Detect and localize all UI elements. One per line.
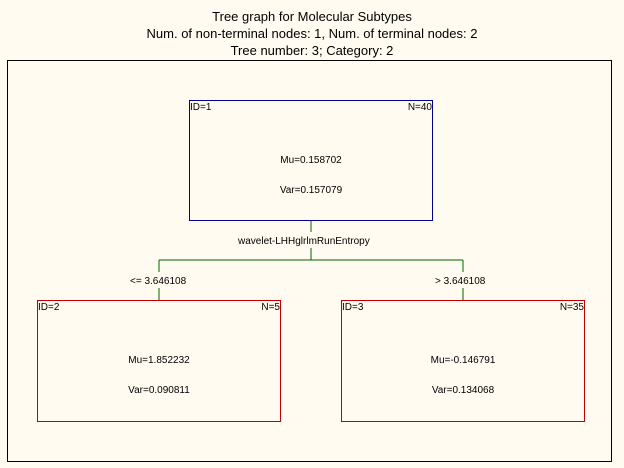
node-variance: Var=0.090811 [128, 385, 190, 396]
node-variance: Var=0.157079 [279, 185, 343, 196]
node-count-subtitle: Num. of non-terminal nodes: 1, Num. of t… [146, 26, 478, 41]
node-count: N=5 [261, 302, 280, 313]
node-count: N=35 [559, 302, 584, 313]
node-id: ID=2 [38, 302, 60, 313]
root-node: ID=1 N=40 Mu=0.158702 Var=0.157079 [189, 100, 433, 221]
node-count: N=40 [407, 102, 432, 113]
node-mean: Mu=0.158702 [280, 155, 342, 166]
left-terminal-node: ID=2 N=5 Mu=1.852232 Var=0.090811 [37, 300, 281, 422]
chart-title: Tree graph for Molecular Subtypes [212, 9, 412, 24]
node-id: ID=1 [190, 102, 212, 113]
tree-number-subtitle: Tree number: 3; Category: 2 [230, 43, 394, 58]
node-mean: Mu=1.852232 [128, 355, 190, 366]
split-variable-label: wavelet-LHHglrlmRunEntropy [238, 236, 370, 247]
node-mean: Mu=-0.146791 [430, 355, 496, 366]
right-terminal-node: ID=3 N=35 Mu=-0.146791 Var=0.134068 [341, 300, 585, 422]
node-variance: Var=0.134068 [431, 385, 495, 396]
right-condition-label: > 3.646108 [435, 276, 486, 287]
node-id: ID=3 [342, 302, 364, 313]
left-condition-label: <= 3.646108 [130, 276, 187, 287]
